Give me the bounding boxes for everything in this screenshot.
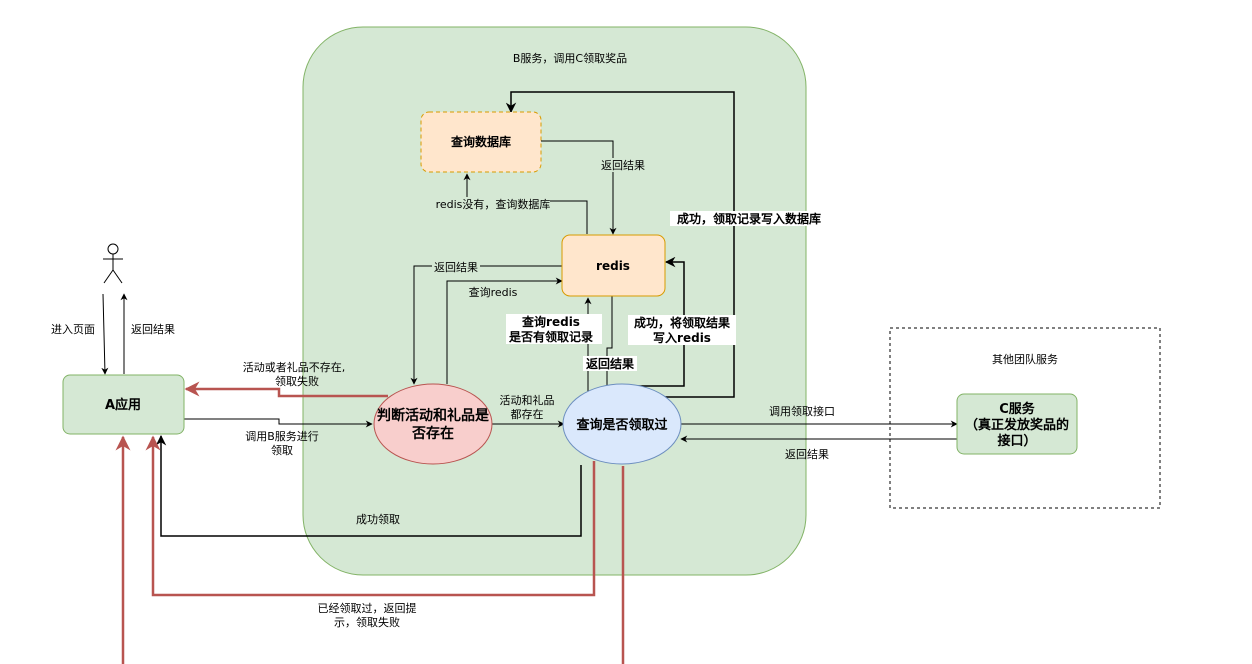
label-query-record-2: 是否有领取记录 bbox=[508, 329, 593, 344]
label-already-1: 已经领取过，返回提 bbox=[318, 602, 417, 615]
label-write-redis-1: 成功，将领取结果 bbox=[634, 315, 730, 330]
label-db-return: 返回结果 bbox=[601, 159, 645, 172]
edge-enter-page bbox=[101, 293, 109, 375]
label-call-c: 调用领取接口 bbox=[769, 405, 835, 418]
label-write-db: 成功，领取记录写入数据库 bbox=[677, 211, 821, 226]
node-check[interactable]: 查询是否领取过 bbox=[562, 383, 682, 465]
label-not-exist-1: 活动或者礼品不存在, bbox=[243, 360, 346, 374]
node-check-label: 查询是否领取过 bbox=[575, 417, 667, 433]
node-c-service[interactable]: C服务 （真正发放奖品的 接口） bbox=[956, 393, 1078, 455]
node-c-service-line3: 接口） bbox=[997, 433, 1036, 449]
edge-already-claimed bbox=[145, 435, 596, 597]
node-judge-line2: 否存在 bbox=[411, 425, 454, 442]
label-not-exist-2: 领取失败 bbox=[275, 374, 319, 388]
node-query-db-label: 查询数据库 bbox=[450, 134, 511, 149]
edge-success bbox=[155, 434, 582, 537]
node-c-service-line2: （真正发放奖品的 bbox=[965, 417, 1069, 433]
node-a-app[interactable]: A应用 bbox=[62, 374, 185, 435]
label-already-2: 示，领取失败 bbox=[334, 615, 400, 629]
label-redis-return-judge: 返回结果 bbox=[434, 261, 478, 274]
group-other-title: 其他团队服务 bbox=[992, 352, 1058, 366]
node-judge-line1: 判断活动和礼品是 bbox=[377, 407, 490, 424]
node-query-db[interactable]: 查询数据库 bbox=[420, 111, 542, 173]
label-success: 成功领取 bbox=[356, 513, 400, 526]
label-redis-miss: redis没有，查询数据库 bbox=[436, 197, 551, 211]
label-call-b-1: 调用B服务进行 bbox=[245, 430, 319, 443]
edge-redis-return-judge bbox=[410, 265, 562, 385]
label-enter-page: 进入页面 bbox=[51, 323, 95, 336]
node-c-service-line1: C服务 bbox=[999, 401, 1036, 417]
label-c-return: 返回结果 bbox=[785, 448, 829, 461]
edge-call-b bbox=[184, 418, 373, 428]
label-query-redis-judge: 查询redis bbox=[469, 285, 518, 299]
label-return-actor: 返回结果 bbox=[131, 323, 175, 336]
label-call-b-2: 领取 bbox=[271, 444, 293, 457]
label-query-record-1: 查询redis bbox=[521, 314, 580, 329]
label-write-redis-2: 写入redis bbox=[653, 331, 711, 345]
label-both-exist-2: 都存在 bbox=[511, 407, 544, 421]
node-judge[interactable]: 判断活动和礼品是 否存在 bbox=[373, 383, 493, 465]
label-redis-return-check: 返回结果 bbox=[586, 356, 634, 371]
edge-db-return bbox=[541, 140, 617, 235]
edge-not-exist bbox=[184, 381, 388, 398]
node-redis-label: redis bbox=[596, 259, 630, 273]
label-both-exist-1: 活动和礼品 bbox=[500, 393, 555, 407]
group-b-title: B服务，调用C领取奖品 bbox=[513, 51, 627, 65]
node-redis[interactable]: redis bbox=[561, 234, 666, 297]
group-other-container bbox=[889, 327, 1161, 509]
group-b-container bbox=[302, 26, 807, 576]
edge-query-redis-judge bbox=[446, 277, 563, 384]
edge-write-db bbox=[505, 91, 735, 398]
user-actor-icon bbox=[103, 243, 123, 284]
node-a-app-label: A应用 bbox=[105, 397, 141, 413]
